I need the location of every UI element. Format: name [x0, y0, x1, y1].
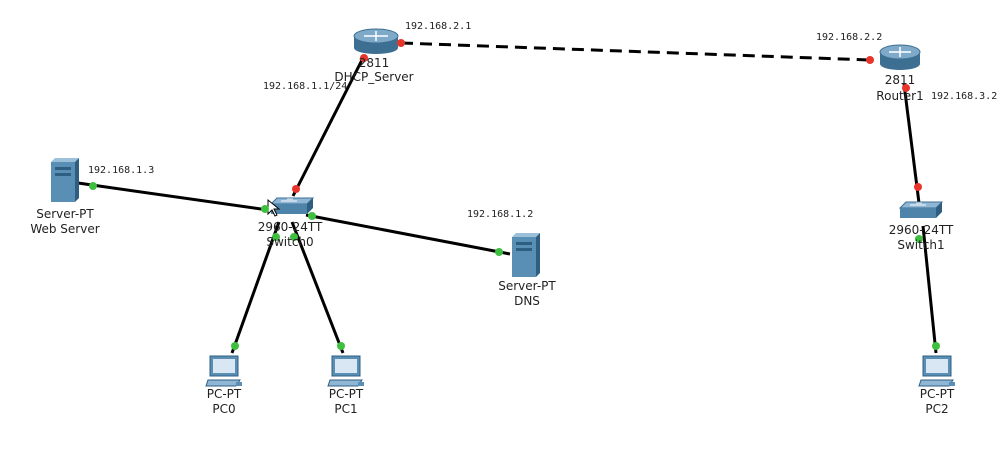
mouse-cursor-icon — [267, 198, 281, 217]
pc2-name: PC2 — [925, 402, 948, 416]
router1[interactable] — [879, 44, 921, 70]
port-down-dot — [397, 39, 405, 47]
link-switch0-dns[interactable] — [305, 213, 511, 256]
router-icon — [879, 44, 921, 70]
port-up-dot — [290, 233, 298, 241]
port-down-dot — [292, 185, 300, 193]
router1-name: Router1 — [876, 89, 923, 103]
dhcp-router-model: 2811 — [359, 56, 390, 70]
pc0-model: PC-PT — [207, 387, 242, 401]
pc-icon — [205, 355, 242, 387]
link-switch0-pc0[interactable] — [230, 221, 281, 354]
link-dhcp-router1[interactable] — [400, 41, 871, 62]
ip-label-router1-lan: 192.168.3.2 — [931, 91, 997, 102]
switch0-model: 2960-24TT — [258, 220, 323, 234]
pc-icon — [327, 355, 364, 387]
ip-label-dhcp-lan: 192.168.1.1/24 — [263, 81, 347, 92]
dns-server-name: DNS — [514, 294, 540, 308]
server-icon — [51, 158, 79, 202]
pc1-model: PC-PT — [329, 387, 364, 401]
dns-server[interactable] — [512, 233, 540, 277]
web-server-model: Server-PT — [36, 207, 94, 221]
web-server-name: Web Server — [30, 222, 99, 236]
link-switch0-pc1[interactable] — [290, 221, 345, 354]
switch1-model: 2960-24TT — [889, 223, 954, 237]
ip-label-router1-wan: 192.168.2.2 — [816, 32, 882, 43]
web-server[interactable] — [51, 158, 79, 202]
ip-label-dhcp-wan: 192.168.2.1 — [405, 21, 471, 32]
switch-icon — [898, 201, 944, 218]
server-icon — [512, 233, 540, 277]
switch1[interactable] — [898, 201, 944, 218]
port-up-dot — [915, 235, 923, 243]
dhcp-router-name: DHCP_Server — [334, 70, 413, 84]
port-down-dot — [902, 84, 910, 92]
port-indicators — [89, 39, 940, 350]
port-up-dot — [932, 342, 940, 350]
ip-label-web-server: 192.168.1.3 — [88, 165, 154, 176]
pc0[interactable] — [205, 355, 242, 387]
links — [77, 41, 938, 354]
pc0-name: PC0 — [212, 402, 235, 416]
switch1-name: Switch1 — [897, 238, 944, 252]
pc-icon — [918, 355, 955, 387]
pc2[interactable] — [918, 355, 955, 387]
port-up-dot — [272, 233, 280, 241]
port-up-dot — [231, 342, 239, 350]
router1-model: 2811 — [885, 73, 916, 87]
port-up-dot — [89, 182, 97, 190]
link-switch1-pc2[interactable] — [921, 225, 938, 354]
port-up-dot — [308, 212, 316, 220]
link-dhcp-switch0[interactable] — [291, 55, 366, 197]
port-down-dot — [866, 56, 874, 64]
port-up-dot — [261, 205, 269, 213]
ip-label-dns-server: 192.168.1.2 — [467, 209, 533, 220]
pc2-model: PC-PT — [920, 387, 955, 401]
dhcp-router[interactable] — [353, 28, 399, 54]
port-down-dot — [360, 54, 368, 62]
port-up-dot — [495, 248, 503, 256]
port-down-dot — [914, 183, 922, 191]
router-icon — [353, 28, 399, 54]
pc1[interactable] — [327, 355, 364, 387]
switch0[interactable] — [267, 197, 315, 217]
pc1-name: PC1 — [334, 402, 357, 416]
switch-icon — [269, 197, 315, 214]
dns-server-model: Server-PT — [498, 279, 556, 293]
switch0-name: Switch0 — [266, 235, 313, 249]
link-webserver-switch0[interactable] — [77, 181, 269, 212]
port-up-dot — [337, 342, 345, 350]
link-router1-switch1[interactable] — [902, 83, 921, 204]
